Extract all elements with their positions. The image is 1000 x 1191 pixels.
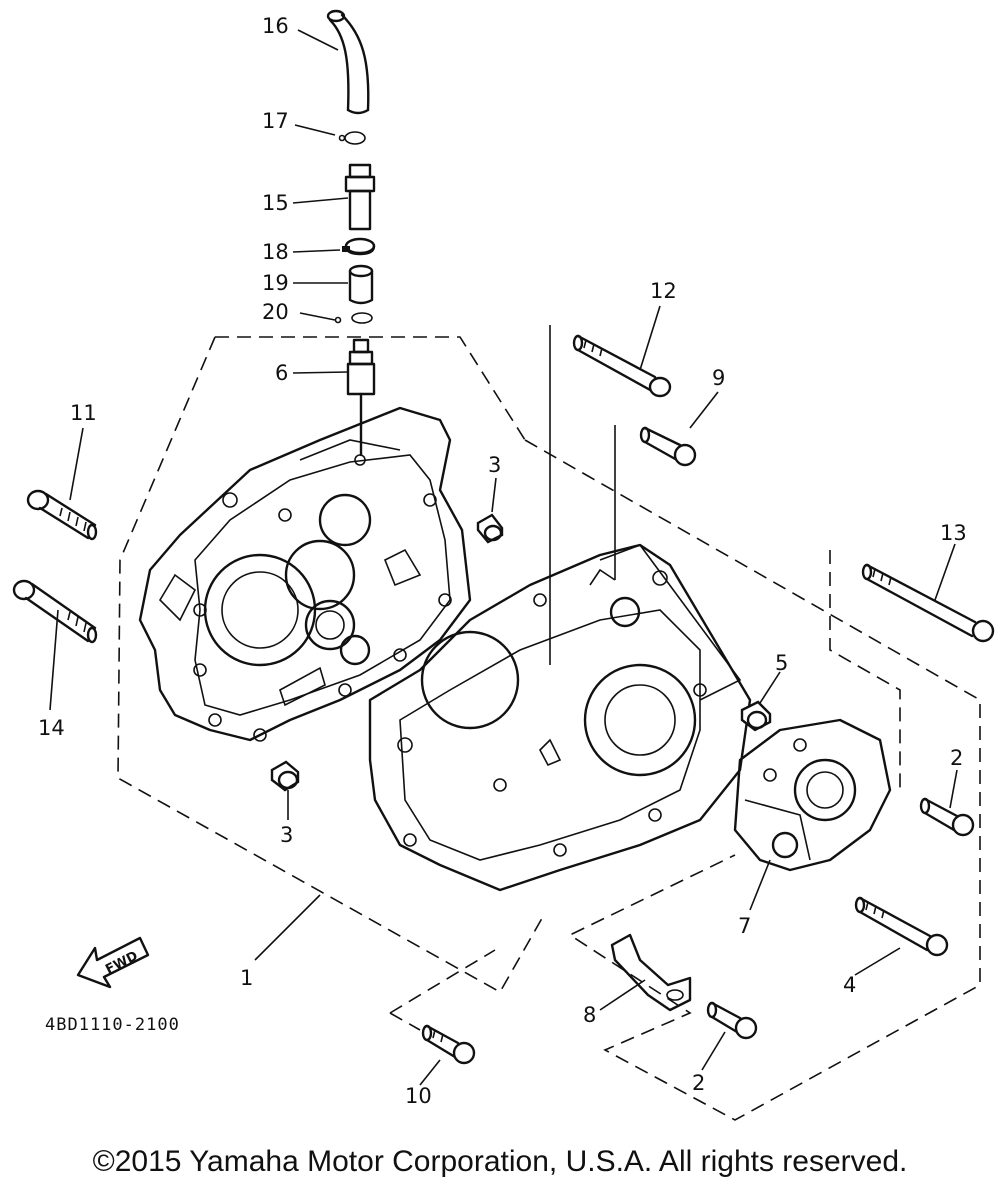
bolt-11 (26, 489, 98, 541)
callout-12: 12 (650, 279, 677, 303)
callout-13: 13 (940, 521, 967, 545)
dowel-pin-upper (476, 513, 504, 544)
forward-arrow-icon: FWD (76, 936, 150, 989)
callout-2-lower: 2 (692, 1071, 705, 1095)
callout-19: 19 (262, 271, 289, 295)
leader-lines (49, 29, 958, 1086)
assembly-outline-left (117, 336, 546, 994)
callout-3-upper: 3 (488, 453, 501, 477)
callout-11: 11 (70, 401, 97, 425)
crankcase-right (368, 543, 752, 892)
bolt-12 (572, 334, 672, 398)
callout-14: 14 (38, 716, 65, 740)
clip (338, 131, 366, 145)
callout-9: 9 (712, 366, 725, 390)
copyright-notice: ©2015 Yamaha Motor Corporation, U.S.A. A… (92, 1145, 908, 1178)
dowel-pin-right (740, 700, 772, 732)
callout-17: 17 (262, 109, 289, 133)
short-hose (348, 264, 374, 305)
bolt-10 (421, 1024, 476, 1065)
bracket (610, 933, 692, 1012)
assembly-outline-right (389, 439, 981, 1121)
bolt-2-right (919, 797, 975, 837)
callout-7: 7 (738, 914, 751, 938)
callout-10: 10 (405, 1084, 432, 1108)
clip-lower (334, 312, 373, 324)
hose-fitting (344, 163, 376, 231)
hose (326, 9, 370, 115)
crankcase-cover (733, 718, 892, 872)
breather-union (346, 338, 376, 457)
callout-15: 15 (262, 191, 289, 215)
dowel-pin-lower (270, 760, 300, 792)
callout-5: 5 (775, 651, 788, 675)
callout-20: 20 (262, 300, 289, 324)
callout-16: 16 (262, 14, 289, 38)
callout-6: 6 (275, 361, 288, 385)
callout-2-right: 2 (950, 746, 963, 770)
bolt-14 (12, 579, 98, 644)
hose-clip (342, 237, 376, 256)
part-code: 4BD1110-2100 (45, 1015, 180, 1035)
callout-4: 4 (843, 973, 856, 997)
callout-1: 1 (240, 966, 253, 990)
callout-labels: 16 17 15 18 19 20 6 12 9 11 3 13 14 5 2 … (38, 14, 967, 1108)
callout-18: 18 (262, 240, 289, 264)
callout-3-lower: 3 (280, 823, 293, 847)
crankcase-left (138, 406, 472, 742)
bolt-2-lower (706, 1001, 758, 1040)
bolt-4 (854, 896, 949, 957)
bolt-13 (861, 563, 995, 643)
callout-8: 8 (583, 1003, 596, 1027)
bolt-9 (639, 426, 697, 467)
